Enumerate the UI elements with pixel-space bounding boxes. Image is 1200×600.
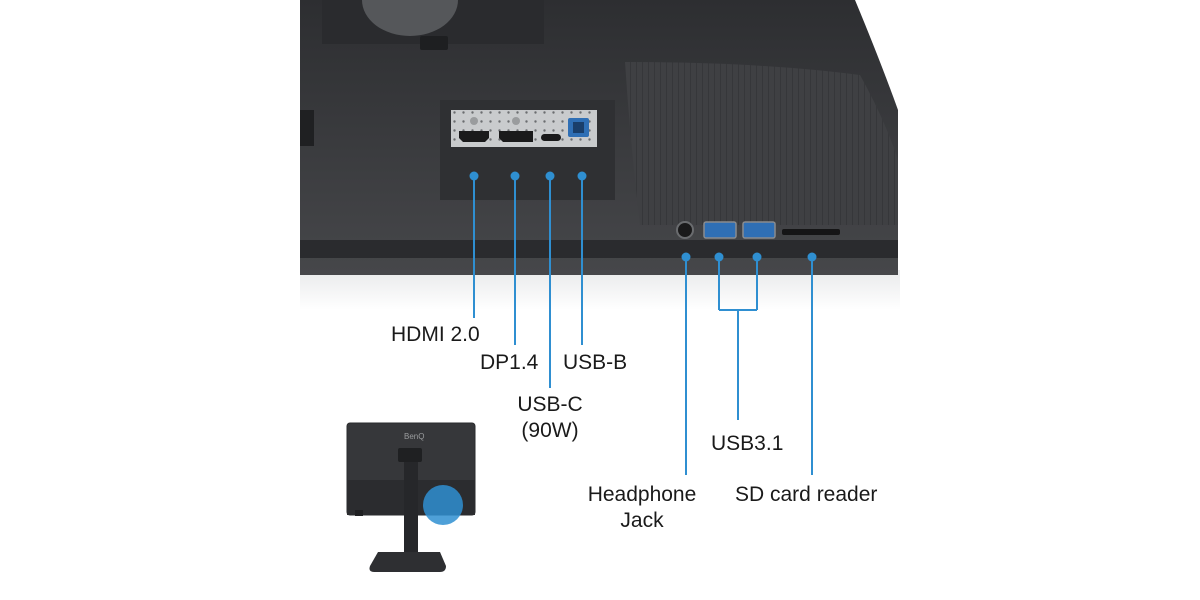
hdmi-label: HDMI 2.0 (391, 323, 480, 346)
headphone-label-main: Headphone (587, 483, 697, 506)
brand-logo: BenQ (404, 432, 424, 441)
headphone-label-sub: Jack (620, 509, 664, 532)
monitor-body (300, 0, 898, 275)
port-highlight-marker (423, 485, 463, 525)
callout-lines (473, 176, 813, 475)
usbc-label: USB-C (90W) (505, 392, 595, 444)
usb31-label: USB3.1 (711, 432, 784, 455)
monitor-thumbnail: BenQ (346, 422, 476, 572)
usbb-label: USB-B (563, 351, 628, 374)
callout-dots (469, 171, 817, 262)
sd-card-label: SD card reader (735, 483, 878, 506)
headphone-label: Headphone Jack (576, 482, 708, 534)
usbc-label-power: (90W) (521, 419, 579, 442)
usbc-label-main: USB-C (517, 393, 583, 416)
dp-label: DP1.4 (480, 351, 539, 374)
floor-reflection (300, 270, 900, 310)
